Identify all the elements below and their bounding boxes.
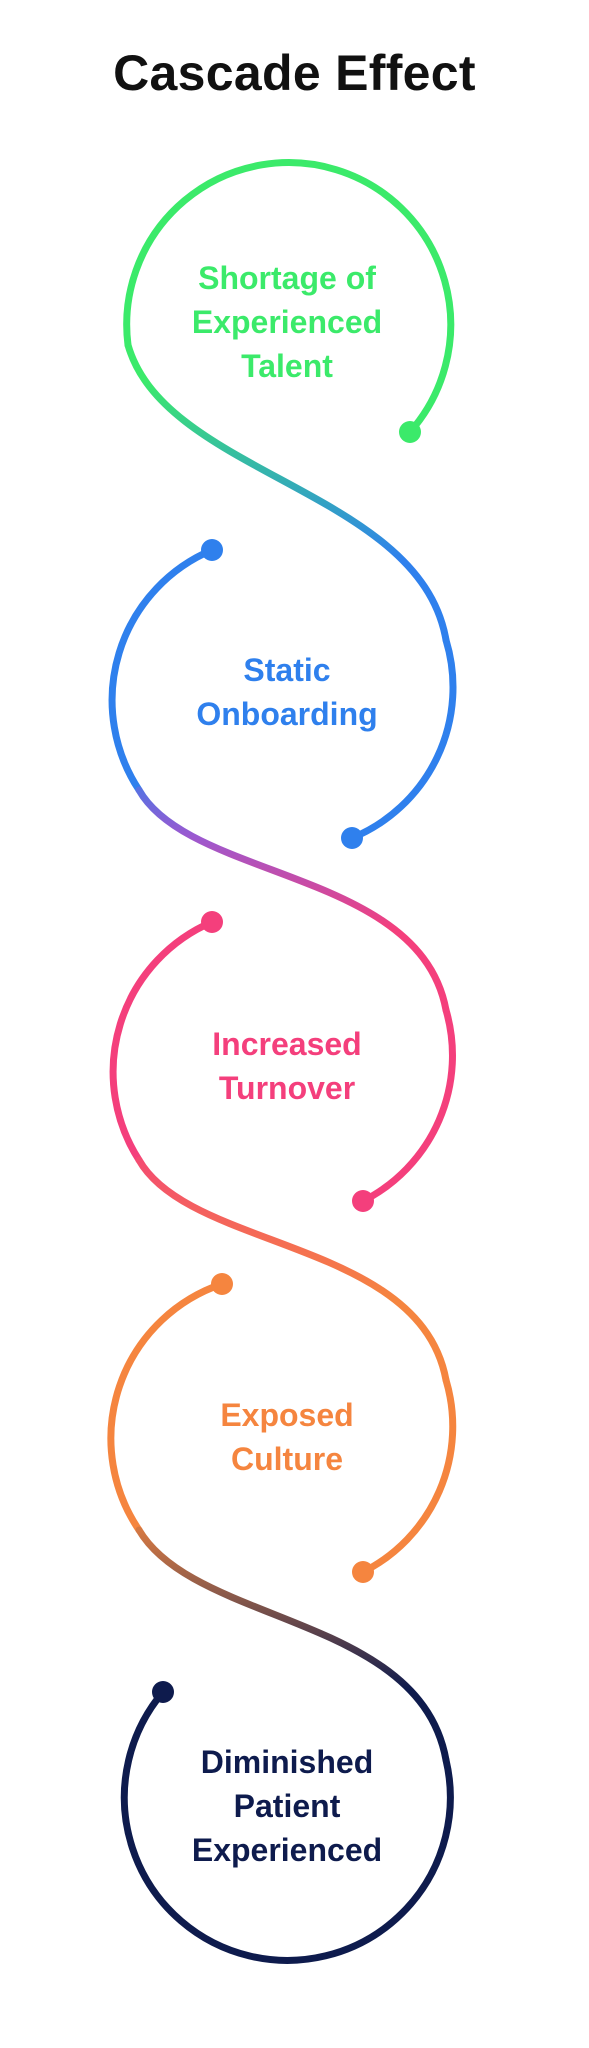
stage-label-4: Exposed Culture xyxy=(137,1393,437,1481)
stage-label-1: Shortage of Experienced Talent xyxy=(137,256,437,388)
stage-5-line-1: Diminished xyxy=(200,1744,374,1780)
loop-3-turnover xyxy=(359,1006,456,1205)
loop-1-shortage xyxy=(123,159,455,436)
diagram-title: Cascade Effect xyxy=(113,45,476,101)
stage-3-line-2: Turnover xyxy=(218,1070,356,1106)
stage-4-line-1: Exposed xyxy=(220,1397,354,1433)
loop-2-onboarding xyxy=(348,636,457,842)
connector-1-2 xyxy=(124,341,450,644)
stage-2-line-2: Onboarding xyxy=(196,696,378,732)
stage-5-line-2: Patient xyxy=(233,1788,341,1824)
connector-2-3 xyxy=(135,786,450,1014)
stage-1-line-2: Experienced xyxy=(191,304,383,340)
endpoint-dot-4-start xyxy=(211,1273,233,1295)
connector-3-4 xyxy=(135,1156,450,1384)
stage-label-2: Static Onboarding xyxy=(137,648,437,736)
stage-5-line-3: Experienced xyxy=(191,1832,383,1868)
endpoint-dot-1-end xyxy=(399,421,421,443)
stage-3-line-1: Increased xyxy=(212,1026,362,1062)
stage-4-line-2: Culture xyxy=(231,1441,343,1477)
endpoint-dot-5-start xyxy=(152,1681,174,1703)
loop-4-culture xyxy=(359,1376,457,1576)
loop-2-onboarding-top xyxy=(108,546,216,794)
loop-5-patient xyxy=(120,1688,454,1964)
endpoint-dot-3-end xyxy=(352,1190,374,1212)
stage-label-3: Increased Turnover xyxy=(137,1022,437,1110)
stage-label-5: Diminished Patient Experienced xyxy=(137,1740,437,1872)
connector-4-5 xyxy=(135,1526,450,1764)
endpoint-dot-3-start xyxy=(201,911,223,933)
stage-1-line-3: Talent xyxy=(241,348,333,384)
stage-2-line-1: Static xyxy=(243,652,331,688)
endpoint-dot-2-start xyxy=(201,539,223,561)
loop-3-turnover-top xyxy=(109,918,216,1164)
endpoint-dot-4-end xyxy=(352,1561,374,1583)
endpoint-dot-2-end xyxy=(341,827,363,849)
stage-1-line-1: Shortage of xyxy=(198,260,376,296)
loop-4-culture-top xyxy=(107,1280,226,1534)
